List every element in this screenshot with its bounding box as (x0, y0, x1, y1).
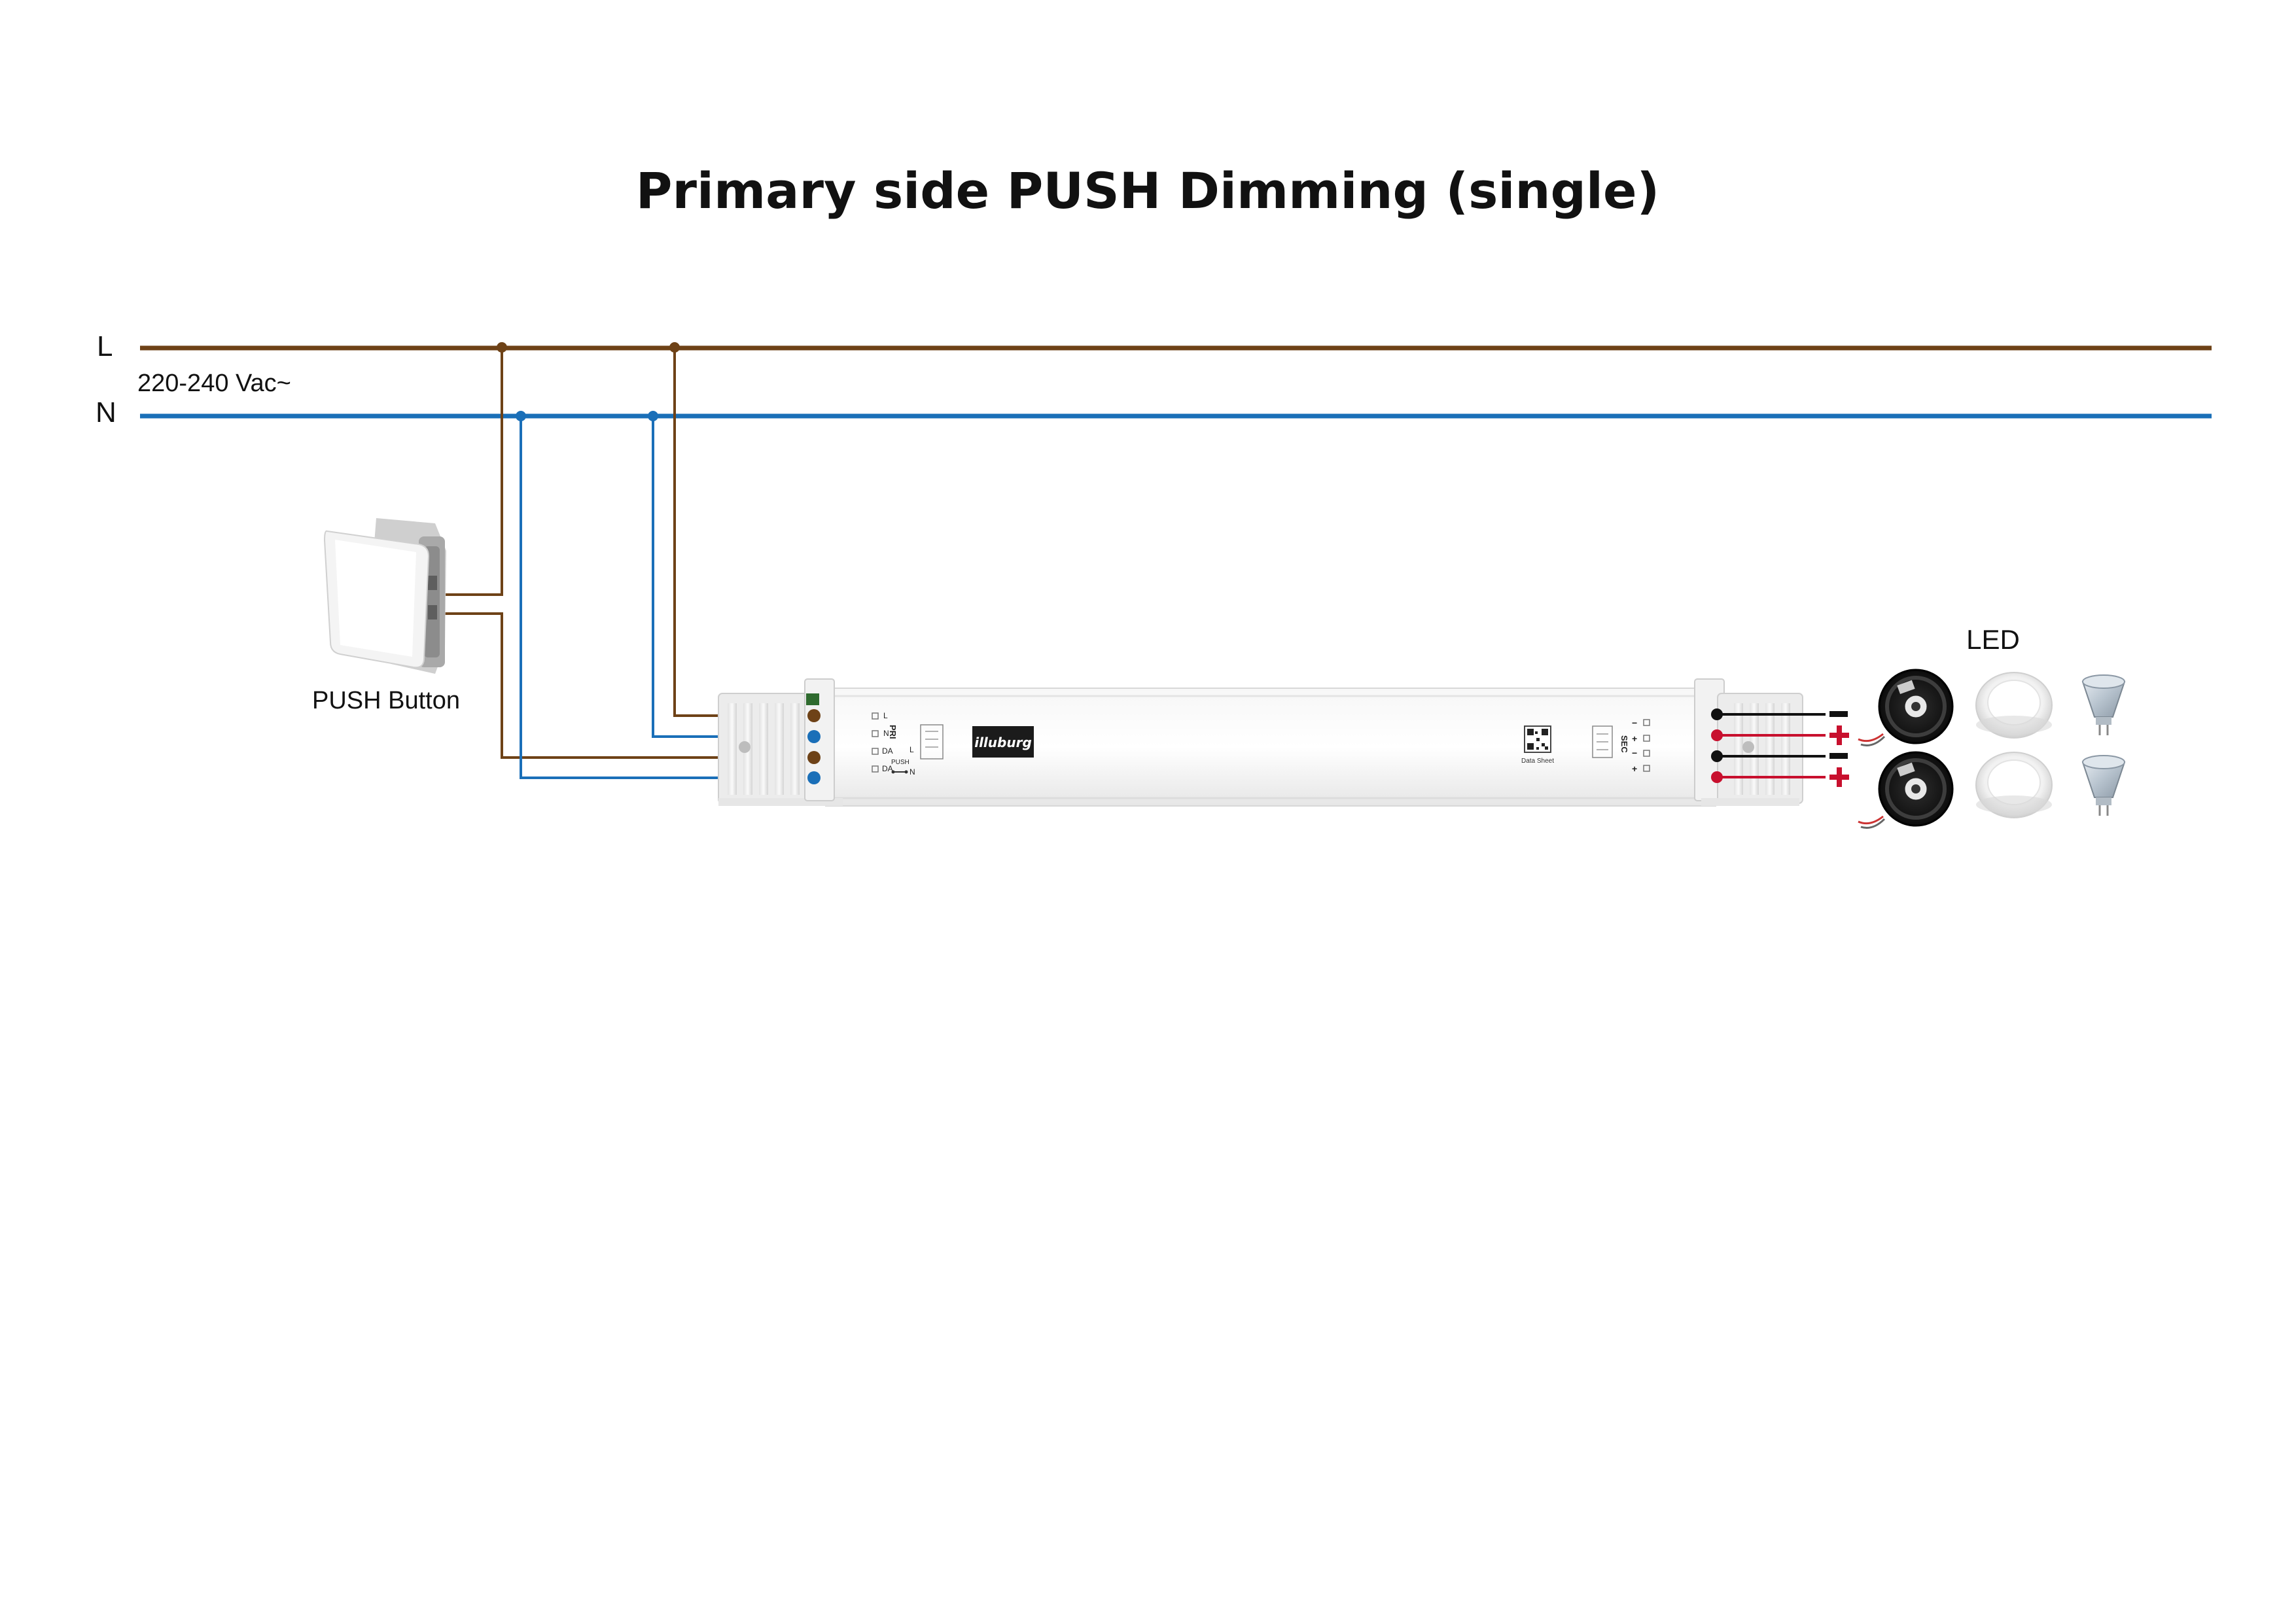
brand-logo: illuburg (972, 726, 1034, 758)
terminal-dot (1711, 771, 1723, 783)
sec-header: SEC (1619, 735, 1629, 753)
output-wiring (1711, 708, 1849, 787)
sec-terminal-label: + (1632, 763, 1637, 774)
junction-dot (497, 342, 507, 353)
led-strip-reel-icon (1858, 669, 1954, 746)
neutral-label: N (96, 396, 116, 428)
qr-code-icon (1524, 725, 1551, 753)
driver-body (825, 688, 1716, 807)
led-strip-reel-icon (1858, 751, 1954, 829)
led-label: LED (1966, 624, 2020, 655)
switched-da-wire (440, 612, 813, 759)
mains-supply: L N 220-240 Vac~ (96, 330, 2212, 428)
push-l-label: L (910, 745, 914, 754)
mr16-spot-bulb-icon (2081, 674, 2126, 735)
mr16-spot-bulb-icon (2081, 755, 2126, 816)
downlight-icon (1975, 752, 2053, 818)
terminal-da (807, 771, 821, 784)
pri-terminal-label: DA (882, 764, 893, 773)
pri-terminal-label: L (883, 711, 888, 720)
switch-line-wire (440, 348, 503, 596)
plus-sign (1829, 767, 1849, 787)
push-switch-icon (323, 518, 446, 674)
plus-sign (1829, 725, 1849, 745)
sec-terminal-label: + (1632, 733, 1637, 744)
pri-terminal-label: N (883, 729, 889, 738)
pri-terminal-label: DA (882, 746, 893, 756)
terminal-n (807, 730, 821, 743)
terminal-da (807, 751, 821, 764)
push-button-label: PUSH Button (312, 687, 460, 714)
line-label: L (97, 330, 113, 362)
primary-label: PRI L N DA DA PUSH L N (872, 711, 944, 777)
sec-terminal-label: − (1632, 718, 1637, 728)
terminal-dot (1711, 750, 1723, 762)
push-n-label: N (910, 767, 915, 777)
driver-n-wire (652, 416, 813, 738)
diagram-title: Primary side PUSH Dimming (single) (636, 162, 1660, 220)
terminal-dot (1711, 729, 1723, 741)
brand-name: illuburg (974, 735, 1032, 750)
driver-l-wire (673, 348, 813, 717)
terminal-dot (1711, 708, 1723, 720)
sec-terminal-label: − (1632, 748, 1637, 758)
push-caption: PUSH (891, 759, 910, 766)
secondary-label: SEC − + − + (1592, 718, 1650, 774)
downlight-icon (1975, 672, 2053, 739)
pri-header: PRI (888, 725, 898, 739)
led-driver: PRI L N DA DA PUSH L N illuburg (718, 678, 1803, 807)
terminal-l (807, 709, 821, 722)
voltage-label: 220-240 Vac~ (137, 370, 291, 397)
junction-dot (669, 342, 680, 353)
secondary-terminal-block (1694, 678, 1803, 806)
primary-terminal-block (718, 678, 843, 806)
minus-sign (1829, 753, 1848, 759)
driver-da-n-wire (520, 416, 813, 779)
minus-sign (1829, 711, 1848, 717)
qr-caption: Data Sheet (1521, 758, 1554, 765)
